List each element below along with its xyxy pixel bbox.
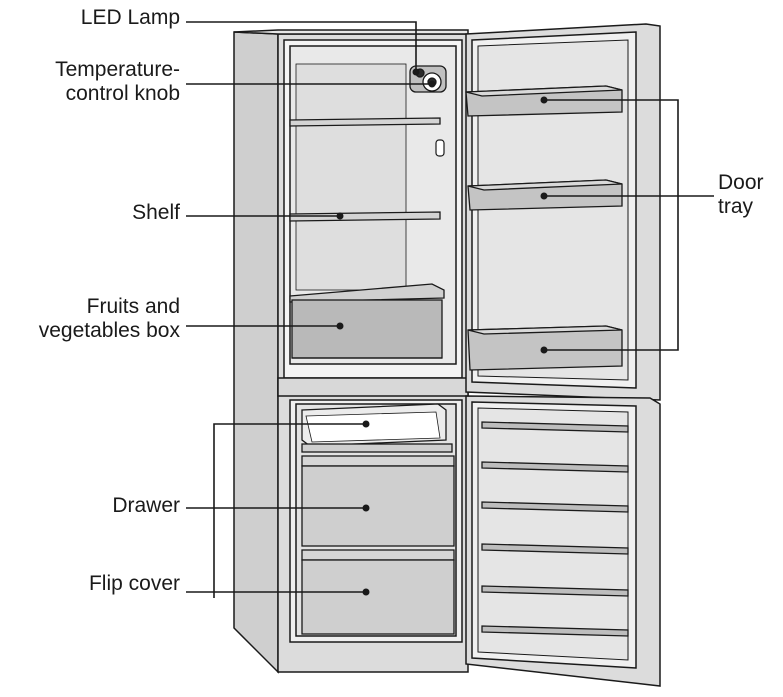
label-door-tray-line2: tray: [718, 195, 754, 218]
door-trays: [465, 85, 623, 371]
label-temperature-knob: Temperature- control knob: [55, 58, 180, 106]
label-fruits-line2: vegetables box: [38, 319, 180, 342]
leader-lines: [186, 21, 714, 598]
freezer-drawer-middle: [301, 455, 455, 547]
compartment-divider: [277, 377, 469, 397]
label-shelf-text: Shelf: [132, 201, 180, 224]
freezer-door: [465, 395, 661, 687]
shelf: [289, 211, 441, 222]
label-led-lamp: LED Lamp: [81, 6, 180, 30]
leader-led-lamp: [186, 21, 417, 72]
label-temperature-knob-line2: control knob: [65, 82, 180, 105]
label-temperature-knob-line1: Temperature-: [55, 58, 180, 81]
sensor-marker: [435, 139, 445, 157]
fridge-shelves: [289, 117, 441, 222]
label-flip-cover-text: Flip cover: [88, 572, 180, 595]
label-flip-cover: Flip cover: [89, 572, 180, 596]
label-drawer: Drawer: [112, 494, 180, 518]
label-led-lamp-text: LED Lamp: [80, 6, 180, 29]
leader-dots: [336, 68, 548, 596]
label-drawer-text: Drawer: [112, 494, 180, 517]
label-fruits-line1: Fruits and: [86, 295, 180, 318]
label-door-tray: Door tray: [718, 171, 764, 219]
fruits-vegetables-box: [289, 283, 445, 359]
leader-drawer-bracket: [213, 423, 366, 598]
freezer-door-rails: [481, 421, 629, 637]
label-door-tray-line1: Door: [718, 171, 764, 194]
freezer-drawer-top: [301, 403, 453, 453]
leader-door-tray-bracket: [544, 99, 679, 351]
fridge-door: [465, 23, 661, 401]
freezer-drawer-bottom: [301, 549, 455, 635]
label-fruits-box: Fruits and vegetables box: [39, 295, 180, 343]
label-shelf: Shelf: [132, 201, 180, 225]
